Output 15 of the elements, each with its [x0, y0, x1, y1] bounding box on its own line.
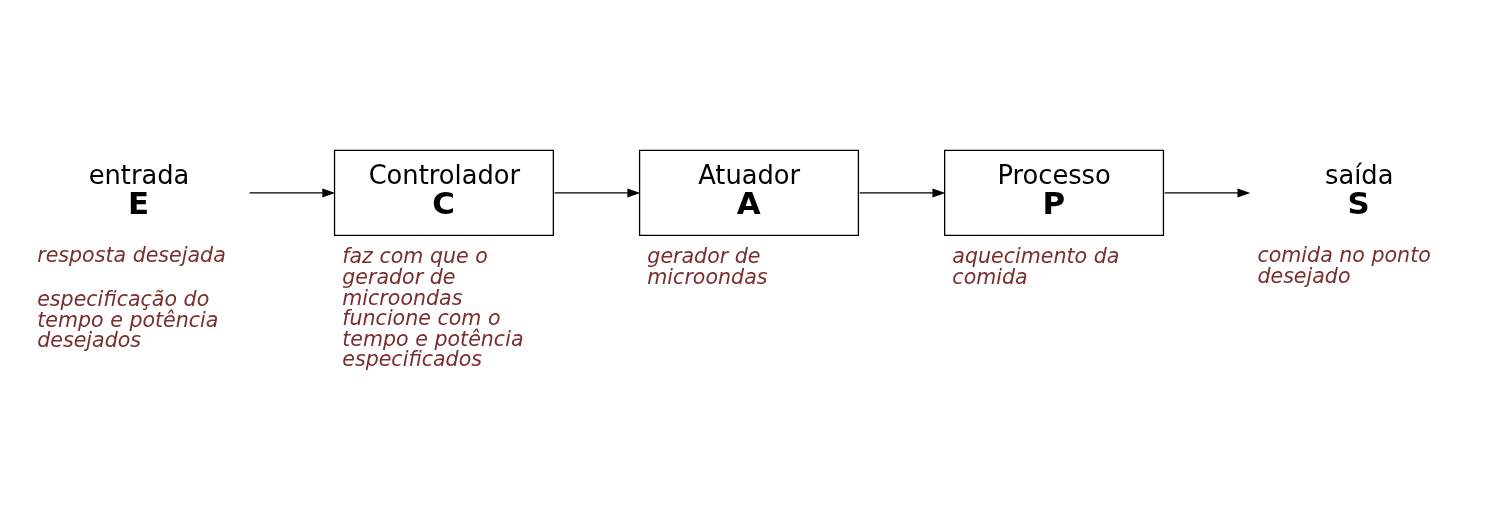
arrow: [248, 187, 336, 197]
arrow: [1164, 187, 1251, 197]
node-label: comida no ponto desejado: [1257, 242, 1431, 288]
node-label: especificação do tempo e potência desejados: [37, 286, 219, 352]
node-text: entrada E: [88, 159, 190, 221]
node-label: resposta desejada: [37, 242, 226, 267]
node-box: Processo P: [944, 149, 1165, 236]
node-label: faz com que o gerador de microondas funcione com o tempo e potência especificados: [342, 243, 524, 371]
arrow: [554, 187, 641, 197]
node-label: gerador de microondas: [647, 243, 768, 289]
node-text: saída S: [1324, 159, 1394, 221]
arrow: [859, 187, 946, 197]
node-box: Controlador C: [333, 149, 554, 236]
node-box: Atuador A: [638, 149, 860, 236]
node-label: aquecimento da comida: [952, 243, 1120, 289]
